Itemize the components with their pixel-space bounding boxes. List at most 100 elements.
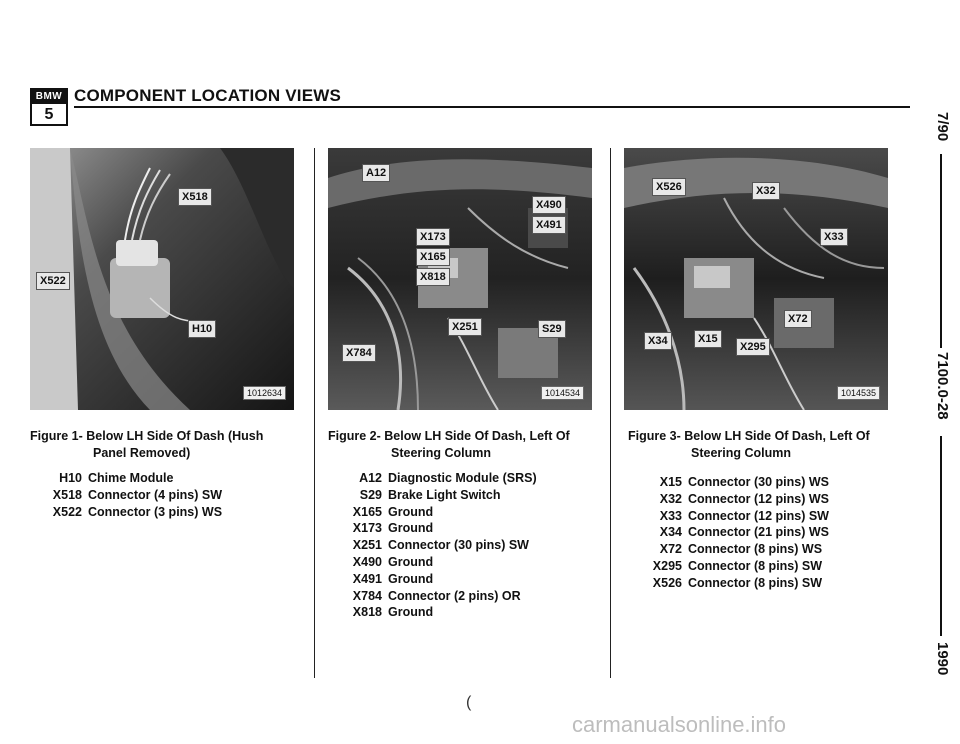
figure-1-caption: Figure 1- Below LH Side Of Dash (Hush Pa… <box>30 428 300 462</box>
legend-desc: Connector (3 pins) WS <box>88 504 223 519</box>
tag-x173: X173 <box>416 228 450 246</box>
legend-code: X34 <box>659 525 682 540</box>
legend-desc: Connector (4 pins) SW <box>88 487 223 502</box>
legend-code: X784 <box>352 588 382 603</box>
figure-3-photo-id: 1014535 <box>836 386 880 400</box>
figure-1-photo-id: 1012634 <box>242 386 286 400</box>
tag-x251: X251 <box>448 318 482 336</box>
legend-code: X295 <box>652 558 682 573</box>
tag-x490: X490 <box>532 196 566 214</box>
legend-code: X15 <box>659 475 682 489</box>
tag-x526: X526 <box>652 178 686 196</box>
figure-3-number: Figure 3- <box>628 429 681 443</box>
legend-desc: Connector (30 pins) SW <box>388 538 529 553</box>
legend-row: X818 Ground <box>346 604 537 621</box>
tag-x72: X72 <box>784 310 812 328</box>
tag-x32: X32 <box>752 182 780 200</box>
figure-3-photo: X526 X32 X33 X72 X34 X15 X295 1014535 <box>624 148 888 410</box>
figure-1-caption-line2: Panel Removed) <box>93 446 191 460</box>
legend-code: X491 <box>352 571 382 586</box>
legend-code: A12 <box>359 471 382 485</box>
legend-code: X72 <box>659 542 682 557</box>
legend-code: X518 <box>52 487 82 502</box>
legend-row: X165 Ground <box>346 504 537 521</box>
header-rule <box>74 106 910 108</box>
legend-desc: Connector (12 pins) WS <box>688 491 829 506</box>
legend-code: X32 <box>659 491 682 506</box>
legend-desc: Connector (21 pins) WS <box>688 525 829 540</box>
tag-x15: X15 <box>694 330 722 348</box>
side-year-label: 1990 <box>934 642 951 676</box>
side-page-number: 7100.0-28 <box>934 352 951 420</box>
legend-desc: Connector (2 pins) OR <box>388 588 521 603</box>
figure-2-caption-line2: Steering Column <box>391 446 492 460</box>
legend-row: A12 Diagnostic Module (SRS) <box>346 470 537 487</box>
legend-desc: Diagnostic Module (SRS) <box>388 471 537 485</box>
logo-series-text: 5 <box>44 106 54 123</box>
logo-brand-text: BMW <box>32 90 66 104</box>
legend-desc: Ground <box>388 521 434 536</box>
side-rule-top <box>940 154 942 348</box>
legend-row: X32 Connector (12 pins) WS <box>646 491 829 508</box>
legend-code: X33 <box>659 508 682 523</box>
legend-row: X72 Connector (8 pins) WS <box>646 541 829 558</box>
tag-x784: X784 <box>342 344 376 362</box>
legend-desc: Ground <box>388 554 434 569</box>
legend-row: X490 Ground <box>346 554 537 571</box>
legend-code: X522 <box>52 504 82 519</box>
legend-row: X518 Connector (4 pins) SW <box>48 487 222 504</box>
watermark-text: carmanualsonline.info <box>572 712 787 737</box>
legend-desc: Ground <box>388 571 434 586</box>
legend-row: X173 Ground <box>346 520 537 537</box>
legend-desc: Ground <box>388 605 434 620</box>
legend-code: X490 <box>352 554 382 569</box>
legend-row: X15 Connector (30 pins) WS <box>646 474 829 491</box>
tag-x518: X518 <box>178 188 212 206</box>
figure-2-number: Figure 2- <box>328 429 381 443</box>
column-divider-1 <box>314 148 315 678</box>
legend-desc: Brake Light Switch <box>388 487 501 502</box>
legend-desc: Ground <box>388 504 434 519</box>
figure-2-caption-line1: Below LH Side Of Dash, Left Of <box>384 429 570 443</box>
legend-code: X165 <box>352 504 382 519</box>
legend-row: X34 Connector (21 pins) WS <box>646 524 829 541</box>
legend-code: H10 <box>59 471 82 485</box>
side-date-label: 7/90 <box>934 112 951 142</box>
tag-x491: X491 <box>532 216 566 234</box>
legend-desc: Connector (30 pins) WS <box>688 475 829 489</box>
legend-code: X251 <box>352 538 382 553</box>
tag-x818: X818 <box>416 268 450 286</box>
legend-desc: Connector (8 pins) WS <box>688 542 823 557</box>
legend-row: X784 Connector (2 pins) OR <box>346 588 537 605</box>
legend-desc: Connector (8 pins) SW <box>688 575 823 590</box>
figure-1-number: Figure 1- <box>30 429 83 443</box>
legend-row: X526 Connector (8 pins) SW <box>646 575 829 592</box>
tag-h10: H10 <box>188 320 217 338</box>
tag-x295: X295 <box>736 338 770 356</box>
figure-3-caption-line2: Steering Column <box>691 446 792 460</box>
legend-row: X251 Connector (30 pins) SW <box>346 537 537 554</box>
tag-x33: X33 <box>820 228 848 246</box>
figure-2-photo-id: 1014534 <box>540 386 584 400</box>
figure-3-caption: Figure 3- Below LH Side Of Dash, Left Of… <box>628 428 908 462</box>
tag-x522: X522 <box>36 272 70 290</box>
column-divider-2 <box>610 148 611 678</box>
figure-1-photo: X518 X522 H10 1012634 <box>30 148 294 410</box>
stray-paren-mark: ( <box>466 694 472 711</box>
side-rule-bottom <box>940 436 942 636</box>
figure-2-photo: A12 X490 X491 X173 X165 X818 X251 S29 X7… <box>328 148 592 410</box>
tag-s29: S29 <box>538 320 566 338</box>
figure-1-caption-line1: Below LH Side Of Dash (Hush <box>86 429 264 443</box>
tag-x165: X165 <box>416 248 450 266</box>
figure-2-caption: Figure 2- Below LH Side Of Dash, Left Of… <box>328 428 604 462</box>
legend-code: X818 <box>352 605 382 620</box>
figure-3-caption-line1: Below LH Side Of Dash, Left Of <box>684 429 870 443</box>
bmw-5-series-logo: BMW 5 <box>30 88 68 126</box>
legend-code: X526 <box>652 575 682 590</box>
tag-x34: X34 <box>644 332 672 350</box>
legend-code: X173 <box>352 521 382 536</box>
